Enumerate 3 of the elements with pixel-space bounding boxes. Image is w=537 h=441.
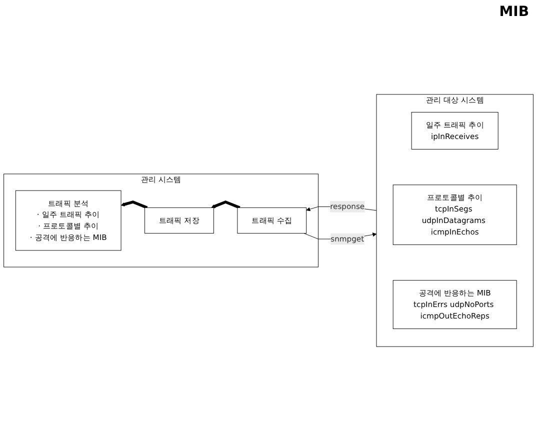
arrow	[120, 200, 148, 209]
arrow	[211, 200, 240, 209]
label-text: MIB	[499, 4, 529, 20]
